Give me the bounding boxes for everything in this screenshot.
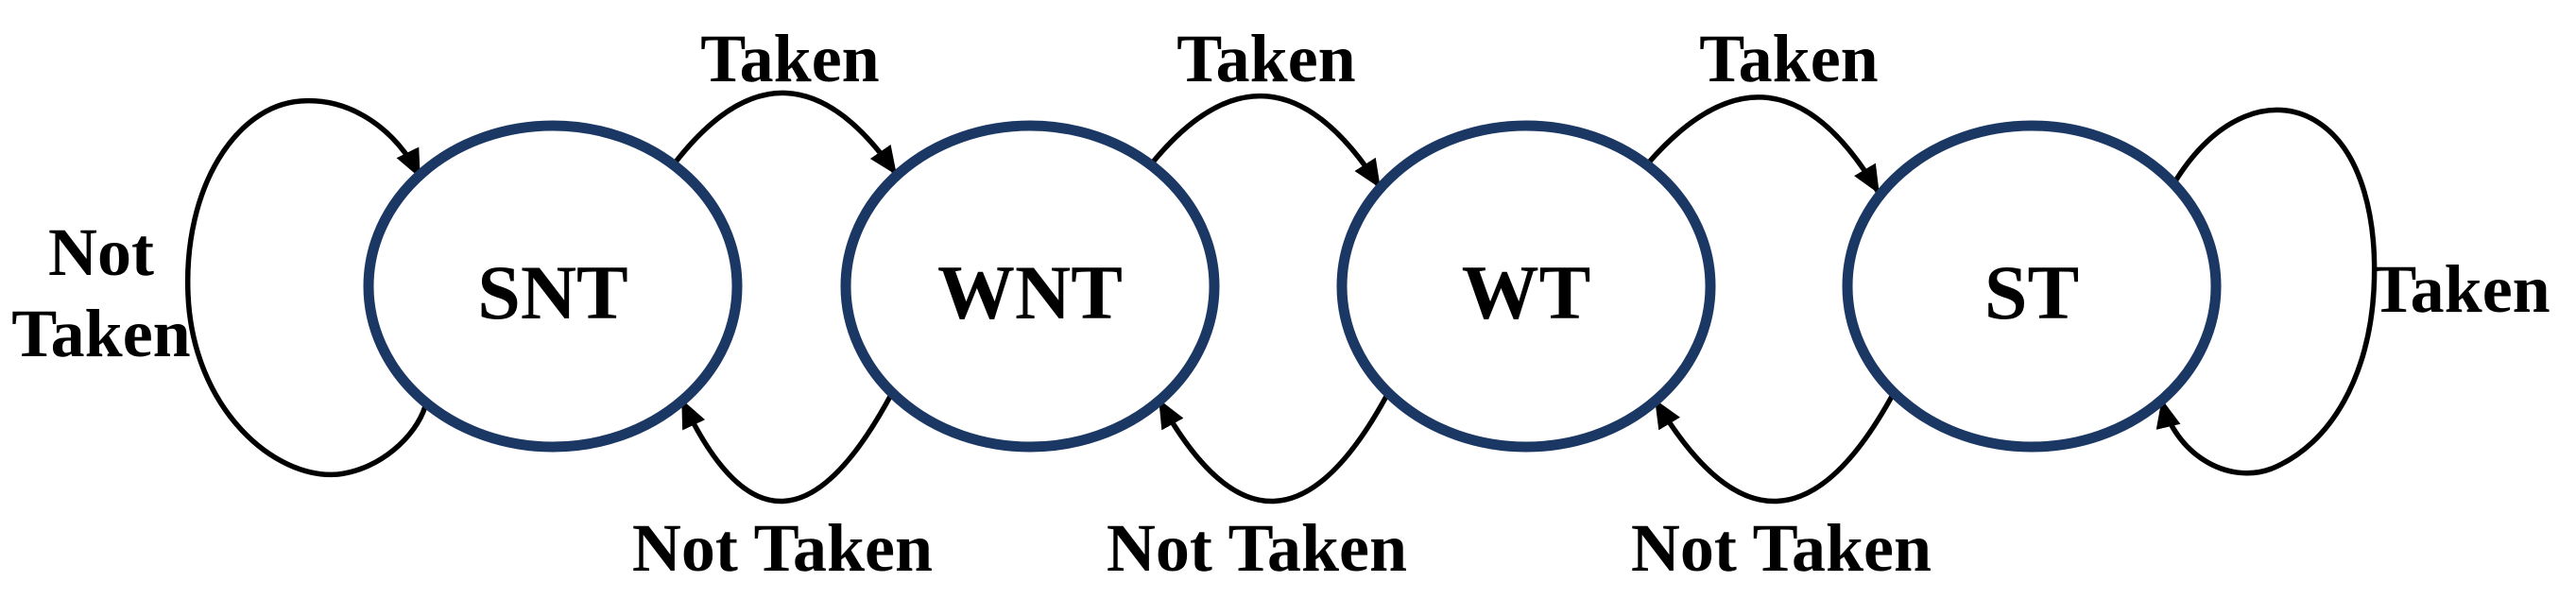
edge-label-not-taken-3: Not Taken — [1631, 510, 1932, 586]
transition-arrow-wnt-to-wt — [1148, 93, 1382, 190]
state-node-wt — [1336, 120, 1716, 453]
transition-arrow-snt-self-not-taken — [184, 98, 428, 477]
transition-arrow-st-to-wt — [1653, 388, 1898, 505]
edge-label-st-self-taken: Taken — [2371, 251, 2550, 327]
state-label-wt: WT — [1462, 249, 1591, 335]
state-node-wnt — [840, 120, 1220, 453]
transition-arrow-wt-to-st — [1644, 94, 1881, 196]
edge-label-snt-self-line1: Not — [48, 214, 154, 290]
edge-label-not-taken-2: Not Taken — [1107, 510, 1407, 586]
edge-label-taken-3: Taken — [1699, 21, 1878, 96]
edge-label-snt-self-line2: Taken — [11, 296, 190, 371]
state-label-st: ST — [1984, 249, 2079, 335]
state-label-wnt: WNT — [937, 249, 1123, 335]
edge-label-taken-1: Taken — [700, 21, 879, 96]
transition-arrow-snt-to-wnt — [671, 90, 899, 177]
transition-arrow-wt-to-wnt — [1157, 388, 1392, 505]
state-node-snt — [363, 120, 743, 453]
edge-label-taken-2: Taken — [1176, 21, 1355, 96]
transition-arrow-st-self-taken — [2155, 107, 2378, 476]
edge-label-not-taken-1: Not Taken — [632, 510, 933, 586]
state-node-st — [1842, 120, 2222, 453]
state-label-snt: SNT — [477, 249, 628, 335]
transition-arrow-wnt-to-snt — [679, 388, 896, 505]
